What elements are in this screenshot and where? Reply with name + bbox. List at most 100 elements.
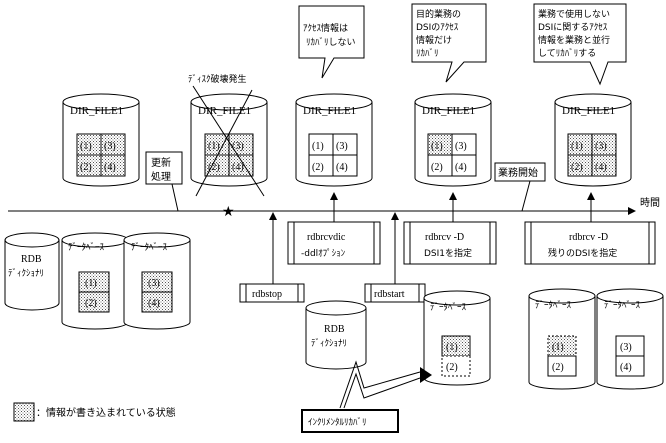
cell-label: (4)	[232, 162, 244, 173]
business-start-box: 業務開始	[494, 162, 546, 212]
database-rest-b: ﾃﾞｰﾀﾍﾞｰｽ (3) (4)	[596, 288, 664, 390]
callout-line: 情報を業務と並行	[538, 34, 610, 46]
dir-file-cylinder-1: DIR_FILE1 (1) (3) (2) (4)	[62, 93, 140, 187]
callout-line: DSIのｱｸｾｽ	[416, 22, 459, 33]
cell-label: (1)	[431, 141, 443, 152]
dictionary-label: ﾃﾞｨｸｼｮﾅﾘ	[8, 268, 44, 279]
cell-label: (1)	[571, 141, 583, 152]
timeline-label: 時間	[640, 197, 660, 209]
dir-file-label: DIR_FILE1	[303, 105, 356, 117]
cell-label: (2)	[552, 362, 564, 373]
cell-label: (2)	[80, 162, 92, 173]
rdb-dictionary-middle: RDB ﾃﾞｨｸｼｮﾅﾘ	[305, 300, 367, 370]
rdbrcv-dsi1-box: rdbrcv -D DSI1を指定	[403, 221, 497, 265]
disk-failure-label: ﾃﾞｨｽｸ破壊発生	[188, 73, 247, 85]
cell-label: (3)	[148, 278, 160, 289]
callout-line: ｱｸｾｽ情報は	[303, 22, 348, 34]
callout-line: 目的業務の	[416, 8, 461, 20]
business-start-label: 業務開始	[498, 166, 538, 179]
cell-label: (3)	[595, 141, 607, 152]
rdbrcv-rest-box: rdbrcv -D 残りのDSIを指定	[524, 221, 656, 265]
callout-line: してﾘｶﾊﾞﾘする	[538, 48, 596, 59]
cell-label: (1)	[312, 141, 324, 152]
database-left-a: ﾃﾞｰﾀﾍﾞｰｽ (1) (2)	[61, 232, 129, 330]
cross-line	[195, 89, 253, 197]
cell-label: (4)	[336, 162, 348, 173]
cell-label: (3)	[104, 141, 116, 152]
dir-file-label: DIR_FILE1	[422, 105, 475, 117]
database-label: ﾃﾞｰﾀﾍﾞｰｽ	[430, 302, 467, 313]
command-label: DSI1を指定	[424, 247, 472, 259]
cell-label: (1)	[552, 342, 564, 353]
database-left-b: ﾃﾞｰﾀﾍﾞｰｽ (3) (4)	[123, 232, 191, 330]
rdbstop-box: rdbstop	[239, 283, 305, 303]
cell-label: (1)	[85, 278, 97, 289]
cell-label: (4)	[104, 162, 116, 173]
command-label: rdbrcv -D	[425, 232, 464, 243]
callout-target-dsi-recovered: 目的業務の DSIのｱｸｾｽ 情報だけ ﾘｶﾊﾞﾘ	[411, 3, 487, 83]
legend-swatch	[13, 402, 35, 422]
dir-file-cylinder-5: DIR_FILE1 (1) (3) (2) (4)	[554, 93, 632, 187]
database-dsi1: ﾃﾞｰﾀﾍﾞｰｽ (1) (2)	[423, 290, 491, 386]
cell-label: (2)	[446, 362, 458, 373]
timeline: 時間	[8, 197, 660, 215]
cell-label: (3)	[336, 141, 348, 152]
database-label: ﾃﾞｰﾀﾍﾞｰｽ	[131, 242, 168, 253]
command-label: -ddlｵﾌﾟｼｮﾝ	[301, 248, 346, 259]
database-rest-a: ﾃﾞｰﾀﾍﾞｰｽ (1) (2)	[528, 288, 596, 390]
cell-label: (2)	[208, 162, 220, 173]
cell-label: (2)	[85, 298, 97, 309]
dictionary-label: RDB	[324, 324, 345, 335]
incremental-label: ｲﾝｸﾘﾒﾝﾀﾙﾘｶﾊﾞﾘ	[308, 417, 367, 428]
command-label: rdbstop	[252, 289, 282, 300]
database-label: ﾃﾞｰﾀﾍﾞｰｽ	[68, 242, 105, 253]
failure-star-icon: ★	[222, 204, 235, 220]
cell-label: (4)	[620, 362, 632, 373]
cell-label: (1)	[80, 141, 92, 152]
callout-line: 業務で使用しない	[538, 8, 610, 20]
dir-file-label: DIR_FILE1	[70, 105, 123, 117]
update-label: 更新	[151, 156, 171, 169]
command-label: rdbrcv -D	[569, 232, 608, 243]
dir-file-label: DIR_FILE1	[562, 105, 615, 117]
dir-file-cylinder-2-destroyed: DIR_FILE1 (1) (3) (2) (4)	[190, 85, 268, 197]
update-label: 処理	[151, 170, 171, 183]
incremental-recovery-box: ｲﾝｸﾘﾒﾝﾀﾙﾘｶﾊﾞﾘ	[301, 409, 399, 433]
command-label: rdbrcvdic	[307, 232, 346, 243]
cell-label: (3)	[455, 141, 467, 152]
dictionary-label: RDB	[21, 254, 42, 265]
callout-parallel-recovery: 業務で使用しない DSIに関するｱｸｾｽ 情報を業務と並行 してﾘｶﾊﾞﾘする	[533, 3, 627, 86]
cell-label: (3)	[232, 141, 244, 152]
database-label: ﾃﾞｰﾀﾍﾞｰｽ	[604, 300, 641, 311]
command-label: 残りのDSIを指定	[548, 247, 617, 259]
dir-file-cylinder-3: DIR_FILE1 (1) (3) (2) (4)	[295, 93, 373, 187]
rdbstart-box: rdbstart	[364, 283, 426, 303]
cell-label: (4)	[455, 162, 467, 173]
cell-label: (2)	[571, 162, 583, 173]
command-label: rdbstart	[374, 289, 405, 300]
cell-label: (1)	[446, 342, 458, 353]
rdbrcvdic-box: rdbrcvdic -ddlｵﾌﾟｼｮﾝ	[287, 221, 381, 265]
callout-line: ﾘｶﾊﾞﾘしない	[306, 37, 356, 48]
callout-line: ﾘｶﾊﾞﾘ	[416, 48, 439, 59]
cell-label: (3)	[620, 342, 632, 353]
incremental-recovery-arrow	[339, 360, 432, 409]
cell-label: (1)	[208, 141, 220, 152]
callout-line: DSIに関するｱｸｾｽ	[538, 22, 608, 33]
cell-label: (2)	[431, 162, 443, 173]
rdb-dictionary-left: RDB ﾃﾞｨｸｼｮﾅﾘ	[4, 232, 60, 311]
database-label: ﾃﾞｰﾀﾍﾞｰｽ	[535, 300, 572, 311]
dictionary-label: ﾃﾞｨｸｼｮﾅﾘ	[311, 338, 347, 349]
update-process-box: 更新 処理	[145, 151, 183, 212]
callout-line: 情報だけ	[416, 34, 452, 46]
legend-text: ：情報が書き込まれている状態	[36, 406, 176, 419]
cross-line	[192, 85, 265, 197]
cell-label: (4)	[148, 298, 160, 309]
cell-label: (4)	[595, 162, 607, 173]
legend: ：情報が書き込まれている状態	[13, 402, 176, 422]
cell-label: (2)	[312, 162, 324, 173]
dir-file-cylinder-4: DIR_FILE1 (1) (3) (2) (4)	[414, 93, 492, 187]
callout-access-info-not-recovered: ｱｸｾｽ情報は ﾘｶﾊﾞﾘしない	[298, 5, 365, 79]
